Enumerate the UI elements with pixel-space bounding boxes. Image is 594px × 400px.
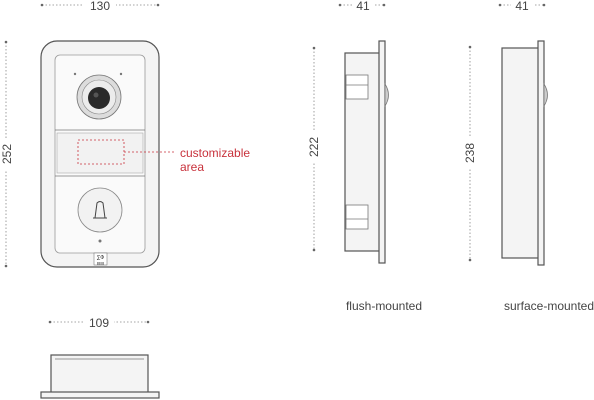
customizable-label-line1: customizable <box>180 146 250 160</box>
flush-depth-dimension: 41 <box>338 0 386 13</box>
bell-button <box>77 187 123 233</box>
bell-icon <box>94 201 106 219</box>
front-width-label: 130 <box>90 0 110 13</box>
bottom-width-dimension: 109 <box>48 315 150 330</box>
flush-mounted-caption: flush-mounted <box>346 299 422 313</box>
surface-mounted-side-view <box>501 40 548 266</box>
brand-logo-top: ∑Φ <box>97 255 104 261</box>
front-width-dimension: 130 <box>40 0 160 13</box>
camera-lens-icon <box>88 87 110 109</box>
surface-depth-dimension: 41 <box>498 0 546 13</box>
bottom-width-label: 109 <box>89 316 109 330</box>
flush-height-dimension: 222 <box>306 46 321 252</box>
front-height-dimension: 252 <box>0 40 14 268</box>
doorbell-bottom-view <box>40 354 160 399</box>
flush-depth-label: 41 <box>356 0 370 13</box>
surface-height-label: 238 <box>463 143 477 163</box>
surface-mounted-caption: surface-mounted <box>504 299 594 313</box>
flush-mounted-side-view <box>344 40 389 264</box>
customizable-label-line2: area <box>180 160 204 174</box>
flush-height-label: 222 <box>307 137 321 157</box>
doorbell-front-view: ∑Φ ▤▤ <box>40 40 176 268</box>
surface-height-dimension: 238 <box>462 45 477 262</box>
brand-logo-bottom: ▤▤ <box>97 261 105 266</box>
surface-depth-label: 41 <box>515 0 529 13</box>
status-led <box>98 239 102 243</box>
front-height-label: 252 <box>0 144 14 164</box>
